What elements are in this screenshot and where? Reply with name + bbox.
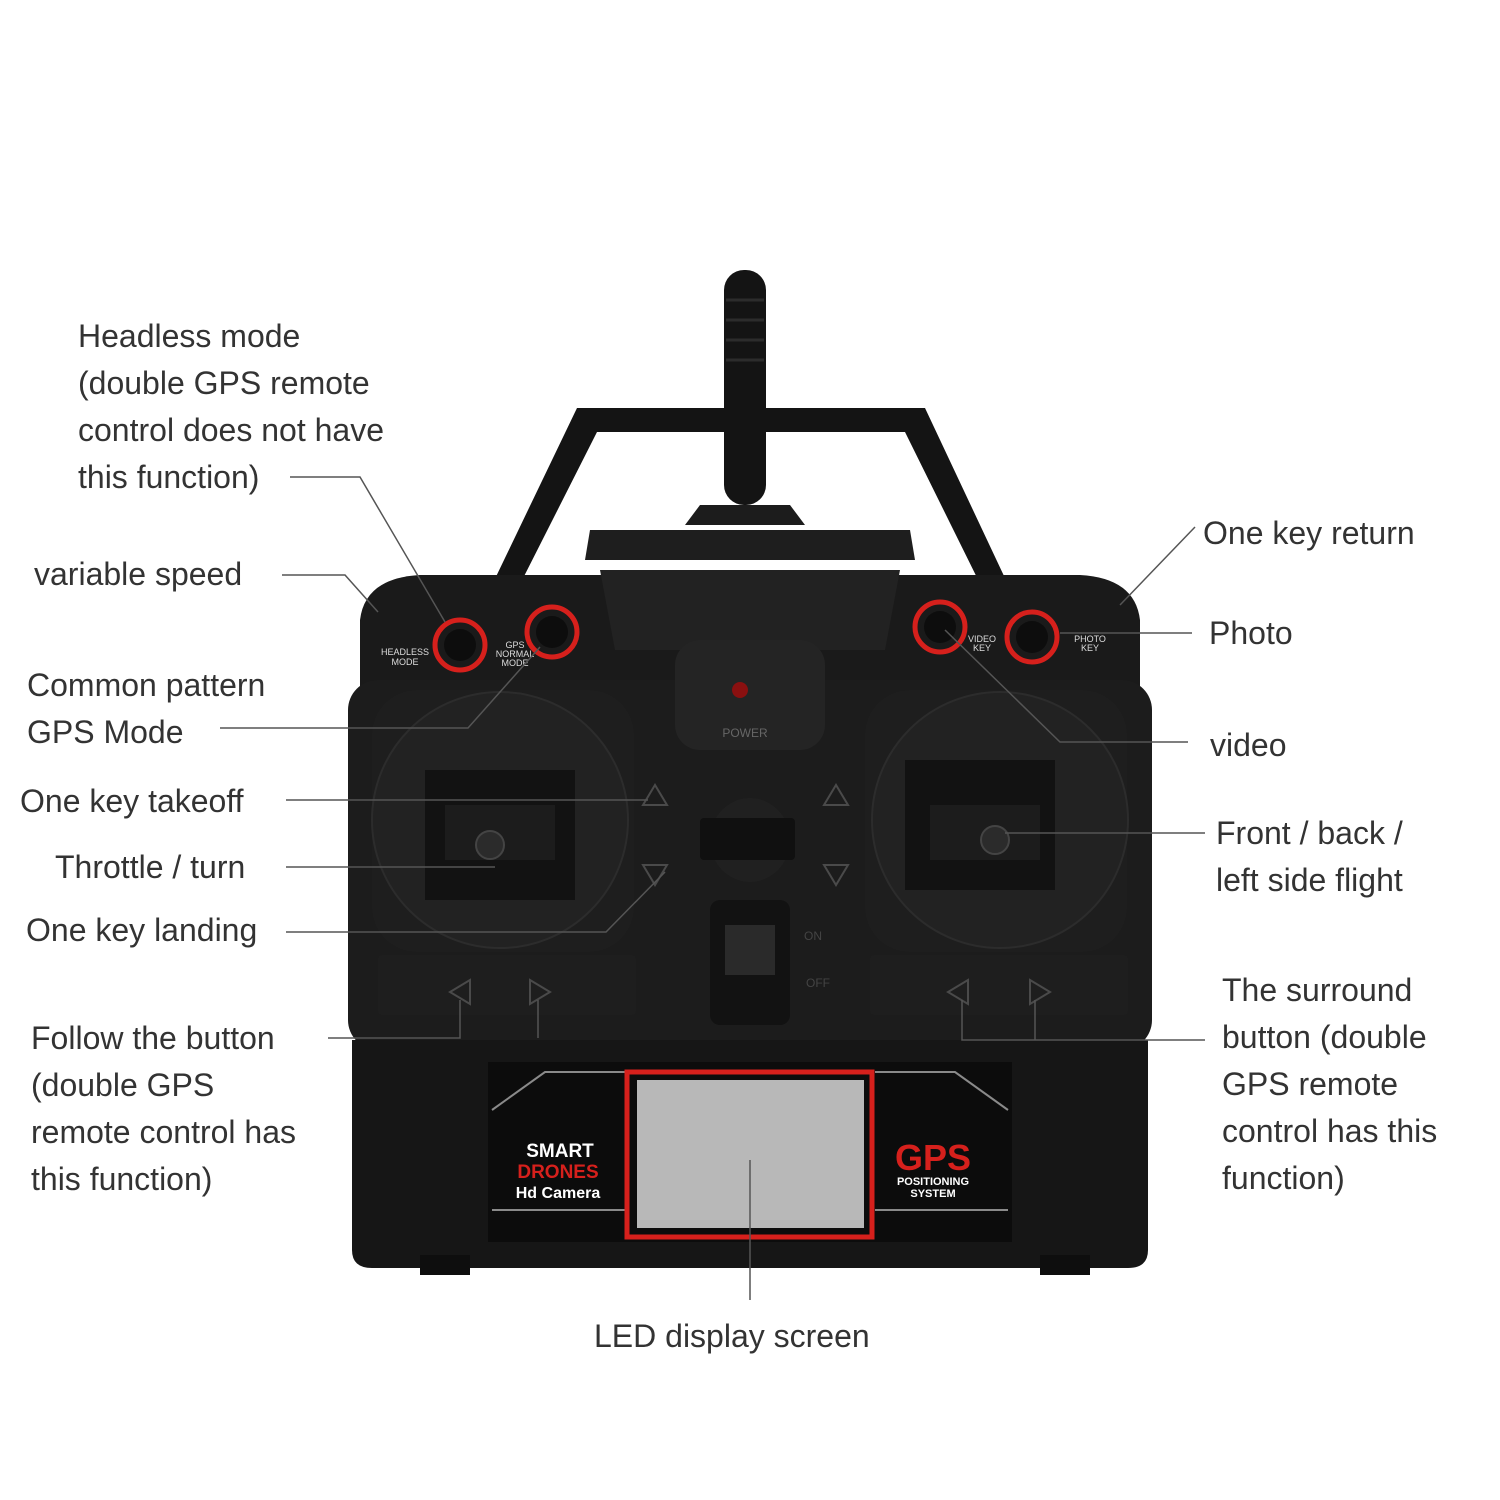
callout-line: Throttle / turn (55, 849, 246, 885)
callout-one-key-return: One key return (1203, 510, 1415, 557)
power-led-icon (732, 682, 748, 698)
joystick-icon (980, 825, 1010, 855)
trim-arrow-icon[interactable] (641, 783, 850, 887)
callout-throttle-turn: Throttle / turn (55, 844, 245, 891)
right-joystick[interactable] (865, 690, 1129, 952)
callout-headless-mode: Headless mode (double GPS remote control… (78, 313, 384, 501)
callout-line: GPS Mode (27, 714, 184, 750)
callout-line: (double GPS remote (78, 365, 370, 401)
gps-mode-label-3: MODE (502, 658, 529, 668)
power-switch-icon[interactable] (710, 900, 790, 1025)
trim-arrow-icon[interactable] (448, 978, 1052, 1006)
left-joystick[interactable] (371, 690, 634, 952)
callout-line: The surround (1222, 972, 1413, 1008)
headless-label-2: MODE (392, 657, 419, 667)
callout-photo: Photo (1209, 610, 1293, 657)
callout-line: One key return (1203, 515, 1415, 551)
callout-line: GPS remote (1222, 1066, 1399, 1102)
photo-key-button[interactable] (1004, 609, 1060, 665)
logo-positioning: POSITIONING (897, 1176, 969, 1188)
leader-lines (220, 476, 1205, 1300)
antenna-icon (685, 270, 805, 525)
callout-line: control does not have (78, 412, 384, 448)
switch-on-label: ON (804, 929, 822, 943)
callout-line: Photo (1209, 615, 1293, 651)
callout-line: Front / back / (1216, 815, 1403, 851)
power-label: POWER (722, 726, 768, 740)
callout-led-display: LED display screen (594, 1313, 870, 1360)
callout-one-key-takeoff: One key takeoff (20, 778, 244, 825)
callout-line: video (1210, 727, 1287, 763)
callout-line: control has this (1222, 1113, 1438, 1149)
gps-mode-label-1: GPS (505, 640, 524, 650)
callout-front-back-flight: Front / back / left side flight (1216, 810, 1403, 904)
logo-smart: SMART (526, 1141, 594, 1162)
photo-key-label-1: PHOTO (1074, 634, 1106, 644)
callout-surround-button: The surround button (double GPS remote c… (1222, 967, 1437, 1202)
headless-mode-button[interactable] (432, 617, 488, 673)
photo-key-label-2: KEY (1081, 643, 1099, 653)
video-key-button[interactable] (912, 599, 968, 655)
callout-line: this function) (31, 1161, 213, 1197)
gps-mode-button[interactable] (524, 604, 580, 660)
callout-video: video (1210, 722, 1287, 769)
callout-line: left side flight (1216, 862, 1403, 898)
power-module: POWER (600, 570, 900, 750)
callout-line: One key landing (26, 912, 258, 948)
callout-line: One key takeoff (20, 783, 244, 819)
callout-line: LED display screen (594, 1318, 870, 1354)
joystick-icon (475, 830, 505, 860)
logo-drones: DRONES (517, 1162, 598, 1183)
callout-follow-button: Follow the button (double GPS remote con… (31, 1015, 296, 1203)
callout-line: Headless mode (78, 318, 301, 354)
callout-line: Follow the button (31, 1020, 275, 1056)
callout-line: variable speed (34, 556, 243, 592)
callout-line: Common pattern (27, 667, 266, 703)
gps-mode-label-2: NORMAL (496, 649, 535, 659)
callout-variable-speed: variable speed (34, 551, 242, 598)
logo-gps: GPS (895, 1137, 971, 1178)
video-key-label-2: KEY (973, 643, 991, 653)
video-key-label-1: VIDEO (968, 634, 996, 644)
logo-hd-camera: Hd Camera (516, 1185, 601, 1202)
callout-line: (double GPS (31, 1067, 215, 1103)
headless-label-1: HEADLESS (381, 647, 429, 657)
callout-line: this function) (78, 459, 260, 495)
callout-one-key-landing: One key landing (26, 907, 257, 954)
callout-line: remote control has (31, 1114, 297, 1150)
logo-system: SYSTEM (910, 1188, 955, 1200)
callout-line: button (double (1222, 1019, 1427, 1055)
callout-common-gps-mode: Common pattern GPS Mode (27, 662, 265, 756)
switch-off-label: OFF (806, 976, 830, 990)
callout-line: function) (1222, 1160, 1345, 1196)
